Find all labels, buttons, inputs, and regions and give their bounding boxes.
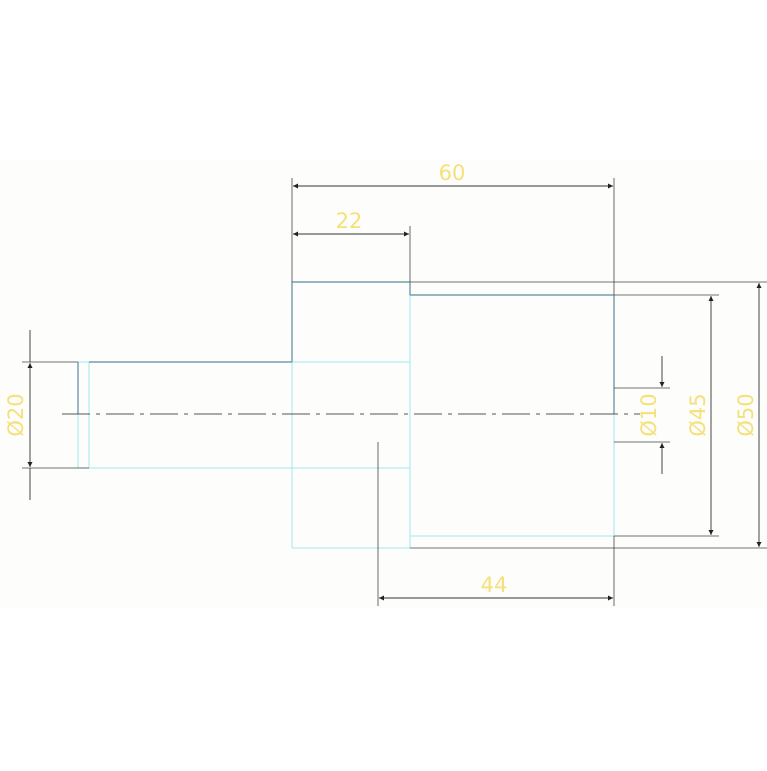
dim-text-60: 60	[439, 161, 466, 185]
dim-text-d10: Ø10	[637, 393, 661, 436]
canvas-background	[0, 160, 767, 607]
dim-text-d20: Ø20	[4, 393, 28, 436]
outline	[77, 281, 615, 414]
dim-text-44: 44	[481, 573, 508, 597]
dim-text-d50: Ø50	[734, 393, 758, 436]
dimension-texts: 60 22 44 Ø20 Ø10 Ø45 Ø50	[4, 161, 758, 597]
extension-lines	[22, 178, 767, 606]
dim-text-d45: Ø45	[686, 393, 710, 436]
dimension-lines	[27, 183, 762, 601]
dim-text-22: 22	[336, 209, 363, 233]
